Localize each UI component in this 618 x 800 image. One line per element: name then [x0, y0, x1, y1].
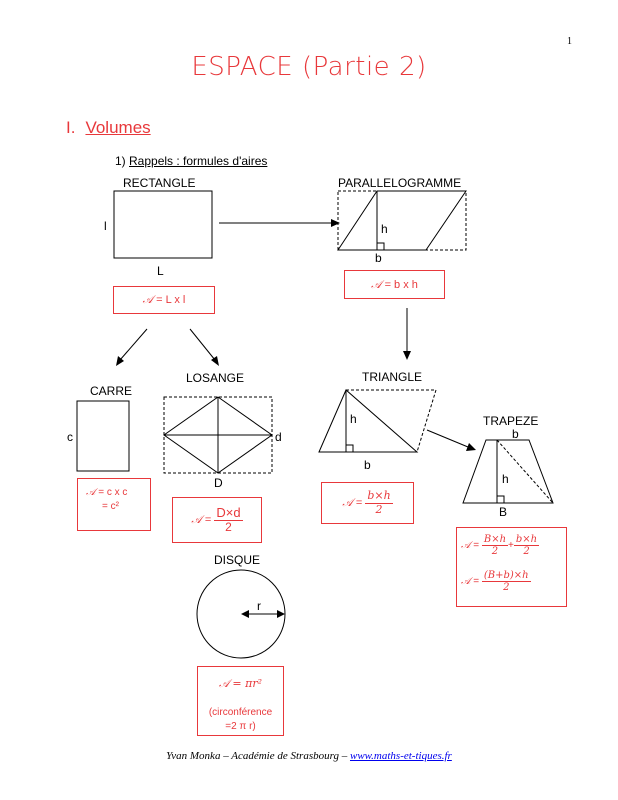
area-symbol: 𝒜: [142, 293, 154, 306]
triangle-shape: [318, 389, 419, 453]
rhombus-formula-num: D×d: [214, 504, 243, 522]
square-side-label: c: [67, 430, 73, 444]
footer-author: Yvan Monka – Académie de Strasbourg –: [166, 750, 350, 762]
area-symbol: 𝒜: [218, 677, 230, 690]
rhombus-formula-fraction: D×d 2: [214, 504, 243, 535]
trapezoid-f2-num: (B+b)×h: [481, 570, 531, 582]
section-heading: I. Volumes: [66, 118, 151, 138]
rectangle-formula: = L x l: [156, 294, 186, 306]
rectangle-name: RECTANGLE: [123, 176, 196, 190]
trapezoid-f2-den: 2: [503, 582, 510, 593]
area-symbol: 𝒜: [461, 540, 471, 551]
arrow-to-trapeze: [426, 429, 469, 448]
rhombus-name: LOSANGE: [186, 371, 245, 385]
trapezoid-f1-frac2: b×h 2: [513, 534, 540, 557]
circle-circumference-line1: (circonférence: [208, 707, 273, 718]
trapezoid-f2-eq: =: [473, 576, 480, 587]
rhombus-big-diag-label: D: [214, 476, 223, 490]
footer: Yvan Monka – Académie de Strasbourg – ww…: [0, 750, 618, 762]
circle-formula: = πr²: [232, 677, 263, 690]
section-label: Volumes: [85, 118, 151, 137]
trapezoid-formula-box: 𝒜 = B×h 2 + b×h 2 𝒜 = (B+b)×h 2: [456, 527, 567, 607]
rhombus-small-diag-label: d: [275, 430, 282, 444]
circle-radius-label: r: [257, 599, 261, 613]
triangle-formula-den: 2: [375, 502, 383, 516]
parallelogram-base-label: b: [375, 251, 382, 265]
trapezoid-f1-frac1: B×h 2: [481, 534, 509, 557]
area-symbol: 𝒜: [191, 513, 202, 526]
triangle-right-angle: [346, 444, 354, 452]
parallelogram-formula: = b x h: [384, 279, 418, 291]
arrow-to-losange-head: [211, 356, 219, 366]
trapezoid-f1-plus: +: [508, 540, 514, 551]
trapezoid-shape: [462, 439, 554, 504]
circle-name: DISQUE: [214, 553, 261, 567]
trapezoid-f1-num2: b×h: [513, 534, 540, 546]
trapezoid-right-angle: [497, 495, 505, 503]
arrow-to-losange: [189, 328, 216, 361]
area-symbol: 𝒜: [371, 278, 382, 291]
trapezoid-f1-den1: 2: [491, 546, 499, 557]
rectangle-formula-box: 𝒜 = L x l: [113, 286, 215, 314]
trapezoid-big-base-label: B: [499, 505, 508, 519]
triangle-formula-eq: =: [355, 497, 363, 509]
square-formula-line1: = c x c: [98, 487, 128, 498]
parallelogram-shape: [337, 190, 467, 251]
rhombus-formula-box: 𝒜 = D×d 2: [172, 497, 262, 543]
rhombus-formula-eq: =: [204, 514, 212, 526]
square-formula-box: 𝒜 = c x c = c²: [77, 478, 151, 531]
parallelogram-height-label: h: [381, 222, 388, 236]
rectangle-side-l: l: [104, 219, 107, 233]
triangle-base-label: b: [364, 458, 371, 472]
parallelogram-name: PARALLELOGRAMME: [338, 176, 462, 190]
rectangle-side-L: L: [157, 264, 164, 278]
section-number: I.: [66, 118, 76, 137]
area-symbol: 𝒜: [86, 487, 96, 498]
rectangle-shape: [113, 190, 213, 259]
footer-link[interactable]: www.maths-et-tiques.fr: [349, 750, 452, 762]
triangle-height-label: h: [350, 412, 357, 426]
arrow-to-carre: [119, 328, 148, 361]
trapezoid-f2-frac: (B+b)×h 2: [481, 570, 531, 593]
subsection-number: 1): [115, 154, 126, 168]
parallelogram-formula-box: 𝒜 = b x h: [344, 270, 445, 299]
square-name: CARRE: [90, 384, 133, 398]
circle-radius-head-right: [277, 610, 285, 618]
arrow-right-head: [331, 219, 340, 227]
triangle-dashed-complement: [346, 389, 437, 453]
square-shape: [76, 400, 130, 472]
page-number: 1: [567, 36, 572, 47]
circle-radius-head-left: [241, 610, 249, 618]
arrow-to-carre-head: [116, 356, 124, 366]
subsection-heading: 1) Rappels : formules d'aires: [115, 154, 267, 168]
circle-circumference-line2: =2 π r): [225, 721, 256, 732]
rhombus-formula-den: 2: [225, 520, 232, 535]
triangle-name: TRIANGLE: [362, 370, 423, 384]
square-formula-line2: = c²: [102, 501, 119, 512]
subsection-label: Rappels : formules d'aires: [129, 154, 268, 168]
arrow-to-trapeze-head: [466, 443, 476, 451]
area-symbol: 𝒜: [342, 496, 353, 509]
arrow-down-head: [403, 351, 411, 360]
area-symbol: 𝒜: [461, 576, 471, 587]
trapezoid-height-label: h: [502, 472, 509, 486]
trapezoid-f1-eq: =: [473, 540, 480, 551]
parallelogram-right-angle: [377, 242, 385, 250]
trapezoid-f1-num1: B×h: [481, 534, 509, 546]
trapezoid-dashed-diagonal: [496, 439, 554, 504]
trapezoid-f1-den2: 2: [523, 546, 530, 557]
circle-formula-box: 𝒜 = πr² (circonférence =2 π r): [197, 666, 284, 736]
triangle-formula-num: b×h: [365, 489, 393, 504]
trapezoid-small-base-label: b: [512, 427, 519, 441]
triangle-formula-fraction: b×h 2: [365, 489, 393, 516]
trapezoid-name: TRAPEZE: [483, 414, 539, 428]
page-title: ESPACE (Partie 2): [191, 52, 427, 82]
triangle-formula-box: 𝒜 = b×h 2: [321, 482, 414, 524]
